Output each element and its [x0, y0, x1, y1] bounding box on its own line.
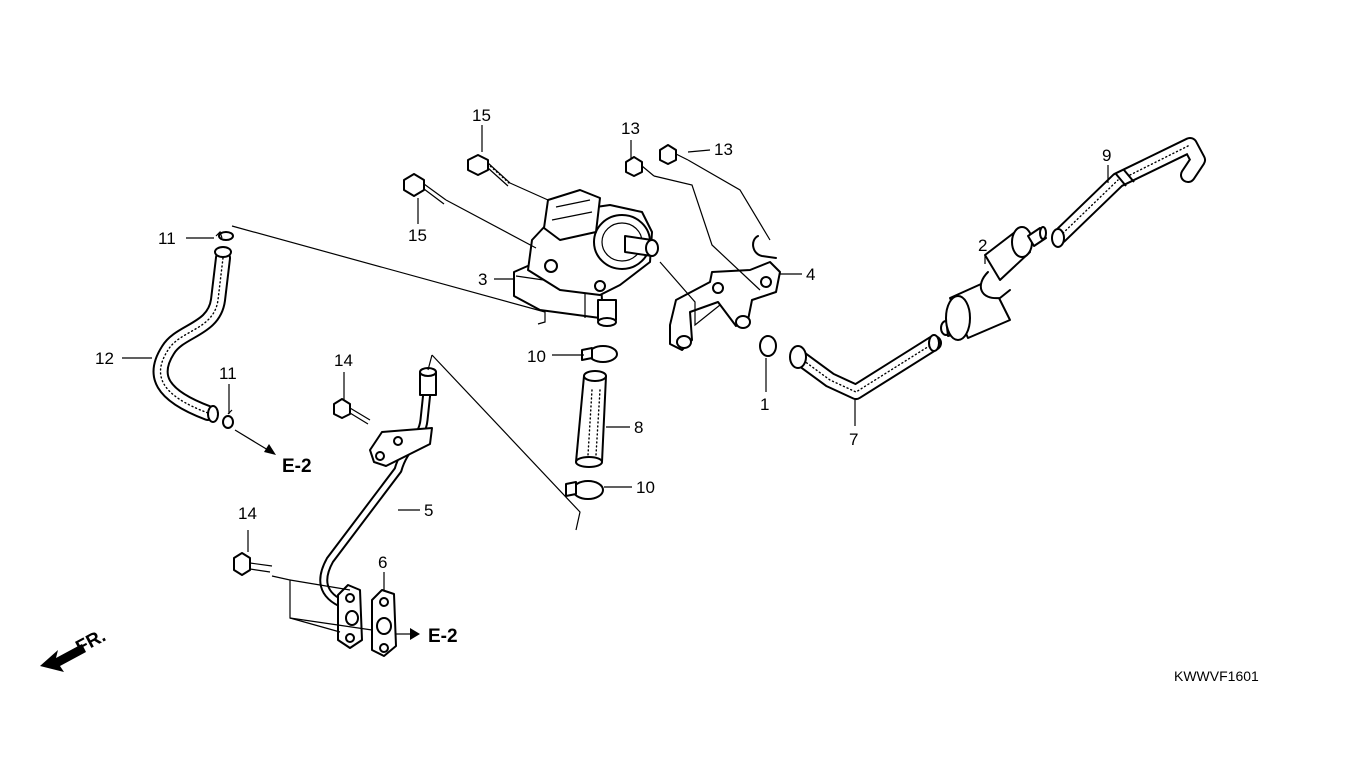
callout-11-top: 11 — [158, 229, 176, 248]
callout-3: 3 — [478, 270, 487, 289]
clamp-10-top — [581, 345, 618, 363]
diagram-code: KWWVF1601 — [1174, 668, 1259, 684]
clip-11-top — [215, 230, 234, 241]
callout-12: 12 — [95, 349, 114, 368]
callout-15-top: 15 — [472, 106, 491, 125]
callout-15-bottom: 15 — [408, 226, 427, 245]
valve-3 — [513, 189, 659, 327]
callout-11-bottom: 11 — [219, 364, 237, 383]
callout-14-bottom: 14 — [238, 504, 257, 523]
callout-9: 9 — [1102, 146, 1111, 165]
callout-8: 8 — [634, 418, 643, 437]
callout-4: 4 — [806, 265, 815, 284]
bracket-4 — [669, 235, 781, 351]
clamp-10-bottom — [565, 480, 604, 500]
bolt-15-bottom — [403, 173, 447, 205]
callout-6: 6 — [378, 553, 387, 572]
filter-2 — [940, 226, 1047, 341]
hose-7 — [789, 334, 942, 400]
gasket-6 — [371, 589, 397, 657]
bolt-13-right — [659, 144, 689, 165]
callout-13-right: 13 — [714, 140, 733, 159]
reference-e2-top: E-2 — [282, 456, 312, 477]
callout-13-left: 13 — [621, 119, 640, 138]
callout-1: 1 — [760, 395, 769, 414]
arrow-e2-top — [264, 444, 276, 455]
callout-10-top: 10 — [527, 347, 546, 366]
callout-2: 2 — [978, 236, 987, 255]
callout-5: 5 — [424, 501, 433, 520]
leader-lines — [122, 125, 1109, 640]
flange-5 — [337, 584, 363, 649]
bolt-14-bottom — [233, 552, 273, 576]
callout-10-bottom: 10 — [636, 478, 655, 497]
hose-12 — [152, 246, 232, 423]
front-direction-arrow — [40, 644, 86, 672]
callout-7: 7 — [849, 430, 858, 449]
arrow-e2-bottom — [410, 628, 420, 640]
hose-9 — [1051, 137, 1206, 248]
bolt-14-top — [333, 398, 371, 425]
pipe-5 — [319, 367, 437, 610]
bolt-13-left — [625, 156, 655, 177]
o-ring-1 — [759, 335, 777, 357]
callout-14-top: 14 — [334, 351, 353, 370]
reference-e2-bottom: E-2 — [428, 626, 458, 647]
bolt-15-top — [467, 154, 511, 187]
clip-11-bottom — [222, 409, 234, 429]
hose-8 — [575, 370, 607, 468]
